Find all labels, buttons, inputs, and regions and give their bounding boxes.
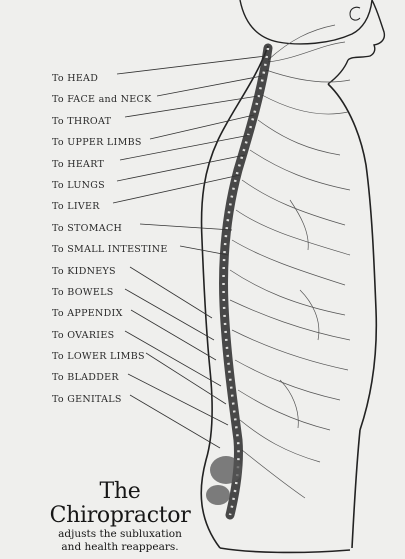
label-lungs: To LUNGS (52, 175, 168, 196)
caption-title: The Chiropractor (30, 480, 210, 528)
label-genitals: To GENITALS (52, 389, 168, 410)
label-head: To HEAD (52, 68, 168, 89)
label-heart: To HEART (52, 154, 168, 175)
label-face-neck: To FACE and NECK (52, 89, 168, 110)
label-liver: To LIVER (52, 196, 168, 217)
caption-line-2: and health reappears. (30, 541, 210, 554)
label-small-intestine: To SMALL INTESTINE (52, 239, 168, 260)
label-lower-limbs: To LOWER LIMBS (52, 346, 168, 367)
label-bowels: To BOWELS (52, 282, 168, 303)
caption-block: The Chiropractor adjusts the subluxation… (30, 480, 210, 554)
label-stomach: To STOMACH (52, 218, 168, 239)
label-upper-limbs: To UPPER LIMBS (52, 132, 168, 153)
label-ovaries: To OVARIES (52, 325, 168, 346)
caption-line-1: adjusts the subluxation (30, 528, 210, 541)
nerve-branches (230, 25, 350, 498)
label-throat: To THROAT (52, 111, 168, 132)
label-appendix: To APPENDIX (52, 303, 168, 324)
nerve-target-labels: To HEAD To FACE and NECK To THROAT To UP… (52, 68, 168, 410)
label-bladder: To BLADDER (52, 367, 168, 388)
label-kidneys: To KIDNEYS (52, 261, 168, 282)
